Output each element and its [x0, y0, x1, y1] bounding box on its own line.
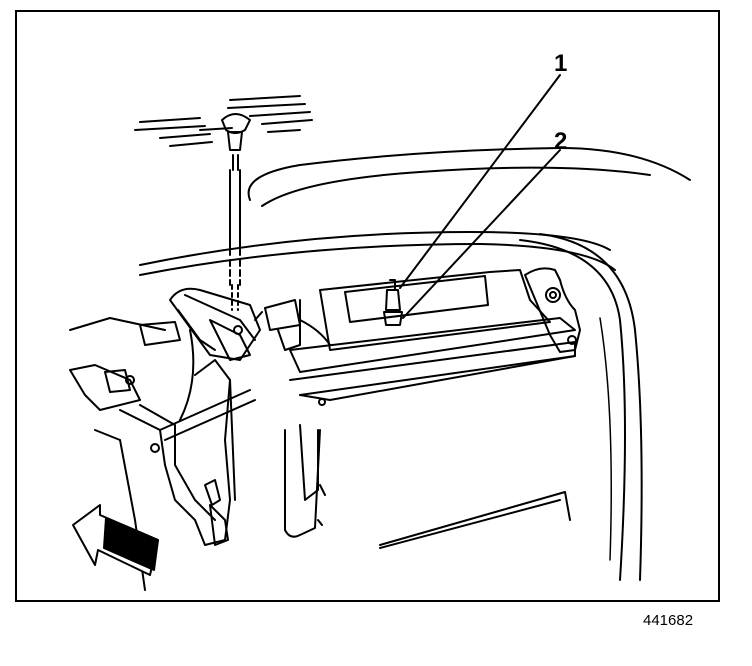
dash-contour	[139, 147, 691, 276]
figure-id: 441682	[643, 612, 694, 629]
support-rod	[229, 169, 241, 286]
door-edge	[519, 233, 643, 581]
callout-number-2: 2	[554, 128, 568, 155]
front-direction-arrow	[72, 504, 159, 576]
cross-beam	[289, 317, 576, 401]
center-stud	[383, 279, 403, 326]
callout-number-1: 1	[554, 50, 568, 77]
floor-block	[379, 491, 571, 549]
hidden-lines	[231, 284, 239, 311]
dash-top-hatch	[134, 95, 313, 147]
support-leg	[284, 398, 326, 538]
dash-clip	[221, 113, 251, 171]
callout-leaders	[399, 74, 561, 319]
panel-opening	[299, 269, 551, 351]
left-wiring-harness	[169, 287, 331, 361]
right-bracket	[524, 267, 581, 353]
left-lower-structure	[69, 317, 256, 591]
